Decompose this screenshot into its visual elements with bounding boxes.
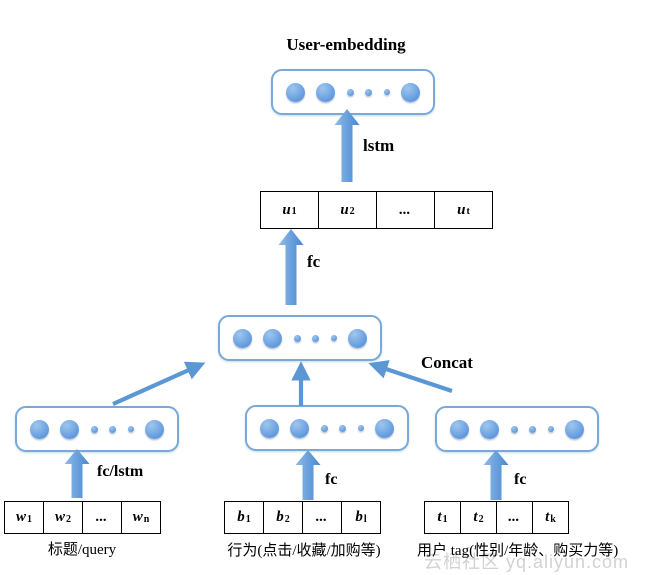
neuron-dot	[400, 82, 420, 102]
neuron-dot	[293, 334, 301, 342]
word-table-caption: 标题/query	[47, 542, 117, 558]
fc-behavior-arrow	[295, 450, 321, 500]
neuron-dot	[316, 82, 336, 102]
lstm-label: lstm	[363, 136, 395, 155]
user-embedding-node-box	[271, 69, 435, 115]
fc-lstm-arrow	[64, 449, 90, 498]
neuron-dot	[60, 419, 80, 439]
neuron-dot	[547, 426, 554, 432]
neuron-dot	[339, 424, 347, 432]
neuron-dot	[564, 419, 584, 439]
neuron-dot	[529, 425, 537, 433]
neuron-dot	[510, 425, 518, 433]
behavior-table-caption: 行为(点击/收藏/加购等)	[227, 543, 381, 559]
fc-behavior-label: fc	[325, 471, 338, 488]
neuron-dot	[357, 425, 364, 431]
fc-tag-arrow	[483, 450, 509, 500]
fc-tag-label: fc	[514, 471, 527, 488]
behavior-node-box	[245, 405, 409, 451]
neuron-dot	[346, 88, 354, 96]
neuron-dot	[90, 425, 98, 433]
fc-top-arrow	[278, 229, 304, 305]
neuron-dot	[144, 419, 164, 439]
vector-cell: ...	[303, 502, 342, 533]
neuron-dot	[383, 89, 390, 95]
concat-node-box	[218, 315, 382, 361]
neuron-dot	[347, 328, 367, 348]
watermark: 云栖社区 yq.aliyun.com	[424, 552, 630, 572]
query-node-box	[15, 406, 179, 452]
neuron-dot	[109, 425, 117, 433]
neuron-dot	[260, 418, 279, 438]
fc-lstm-label: fc/lstm	[97, 463, 144, 480]
neuron-dot	[480, 419, 500, 439]
neuron-dot	[127, 426, 134, 432]
vector-cell: ...	[377, 192, 435, 228]
neuron-dot	[330, 335, 337, 341]
neuron-dot	[286, 82, 305, 102]
tag-node-box	[435, 406, 599, 452]
vector-cell: ...	[83, 502, 122, 533]
neuron-dot	[365, 88, 373, 96]
neuron-dot	[263, 328, 283, 348]
neuron-dot	[312, 334, 320, 342]
neuron-dot	[30, 419, 49, 439]
concat-label: Concat	[421, 353, 473, 372]
neuron-dot	[320, 424, 328, 432]
neuron-dot	[233, 328, 252, 348]
vector-cell: ...	[497, 502, 533, 533]
concat-arrow-left	[112, 361, 206, 406]
neuron-dot	[450, 419, 469, 439]
neuron-dot	[374, 418, 394, 438]
neuron-dot	[290, 418, 310, 438]
fc-top-label: fc	[307, 252, 321, 271]
diagram-title: User-embedding	[286, 35, 406, 54]
lstm-arrow	[334, 109, 360, 182]
tag-table-caption: 用户 tag(性别/年龄、购买力等)	[417, 543, 619, 559]
